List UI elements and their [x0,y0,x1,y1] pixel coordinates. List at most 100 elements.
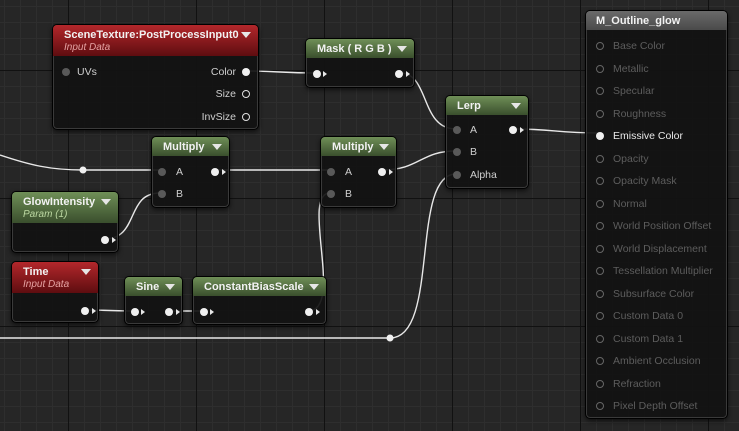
input-pin[interactable] [596,87,604,95]
material-input-base-color[interactable]: Base Color [596,40,665,52]
material-input-roughness[interactable]: Roughness [596,107,667,120]
wire-reroute-dot [79,166,87,174]
material-result-header[interactable]: M_Outline_glow [586,11,727,30]
lerp-node[interactable]: Lerp A B Alpha [445,95,529,189]
sine-output-pin[interactable] [165,308,173,316]
scene-texture-header[interactable]: SceneTexture:PostProcessInput0 Input Dat… [53,25,258,56]
sine-node[interactable]: Sine [124,276,183,325]
time-output-pin[interactable] [81,307,89,315]
lerp-header[interactable]: Lerp [446,96,528,115]
material-input-ambient-occlusion[interactable]: Ambient Occlusion [596,355,701,367]
material-input-world-position-offset[interactable]: World Position Offset [596,220,712,232]
material-input-subsurface-color[interactable]: Subsurface Color [596,288,694,300]
collapse-arrow-icon[interactable] [241,32,251,38]
input-pin[interactable] [596,267,604,275]
multiply-2-b-pin[interactable] [327,190,335,198]
material-input-refraction[interactable]: Refraction [596,378,661,390]
input-pin[interactable] [596,244,604,253]
input-label: Pixel Depth Offset [613,400,698,412]
lerp-a-pin[interactable] [453,126,461,134]
material-input-tessellation-multiplier[interactable]: Tessellation Multiplier [596,265,713,277]
sine-header[interactable]: Sine [125,277,182,296]
material-input-metallic[interactable]: Metallic [596,63,649,75]
collapse-arrow-icon[interactable] [81,269,91,275]
collapse-arrow-icon[interactable] [511,103,521,109]
input-pin[interactable] [596,357,604,365]
glow-intensity-node[interactable]: GlowIntensity Param (1) [11,191,119,253]
sine-input-pin[interactable] [131,308,139,316]
input-pin[interactable] [596,199,604,208]
time-header[interactable]: Time Input Data [12,262,98,293]
input-pin[interactable] [596,222,604,230]
lerp-output-pin[interactable] [509,126,517,134]
input-pin[interactable] [596,289,604,298]
scene-texture-node[interactable]: SceneTexture:PostProcessInput0 Input Dat… [52,24,259,130]
material-input-custom-data-0[interactable]: Custom Data 0 [596,310,683,322]
cbs-input-pin[interactable] [200,308,208,316]
color-output-row: Color [211,66,250,78]
input-label: Roughness [613,107,667,120]
multiply-2-header[interactable]: Multiply [321,137,396,156]
lerp-b-row: B [453,146,477,158]
multiply-1-output-pin[interactable] [211,168,219,176]
input-pin[interactable] [596,379,604,388]
material-input-specular[interactable]: Specular [596,85,654,97]
uvs-input-row: UVs [61,66,97,78]
lerp-b-pin[interactable] [453,148,461,156]
pin-label: B [470,146,478,158]
constant-bias-scale-header[interactable]: ConstantBiasScale [193,277,326,296]
material-input-world-displacement[interactable]: World Displacement [596,243,707,255]
mask-node[interactable]: Mask ( R G B ) [305,38,415,88]
input-pin[interactable] [596,154,604,163]
input-pin[interactable] [596,64,604,73]
node-title: Time [23,266,49,278]
input-pin[interactable] [596,312,604,320]
color-output-pin[interactable] [242,68,250,76]
material-input-custom-data-1[interactable]: Custom Data 1 [596,333,683,345]
multiply-1-header[interactable]: Multiply [152,137,229,156]
lerp-alpha-row: Alpha [453,169,497,181]
constant-bias-scale-node[interactable]: ConstantBiasScale [192,276,327,325]
uvs-input-pin[interactable] [62,68,70,76]
input-label: Base Color [613,40,665,52]
glow-intensity-header[interactable]: GlowIntensity Param (1) [12,192,118,223]
lerp-alpha-pin[interactable] [453,171,461,179]
input-pin[interactable] [596,402,604,410]
cbs-output-pin[interactable] [305,308,313,316]
pin-arrow-icon [176,309,180,315]
material-input-opacity-mask[interactable]: Opacity Mask [596,175,677,187]
multiply-node-2[interactable]: Multiply A B [320,136,397,208]
collapse-arrow-icon[interactable] [379,144,389,150]
collapse-arrow-icon[interactable] [165,284,175,290]
material-input-emissive-color[interactable]: Emissive Color [596,130,683,142]
input-pin[interactable] [596,177,604,185]
size-output-pin[interactable] [242,90,250,98]
multiply-1-a-pin[interactable] [158,168,166,176]
pin-label: UVs [77,66,97,78]
collapse-arrow-icon[interactable] [397,46,407,52]
input-pin[interactable] [596,334,604,343]
input-pin[interactable] [596,42,604,50]
mask-header[interactable]: Mask ( R G B ) [306,39,414,58]
input-label: World Position Offset [613,220,712,232]
input-pin[interactable] [596,109,604,118]
material-input-pixel-depth-offset[interactable]: Pixel Depth Offset [596,400,698,412]
multiply-node-1[interactable]: Multiply A B [151,136,230,208]
mask-input-pin[interactable] [313,70,321,78]
material-input-opacity[interactable]: Opacity [596,153,649,165]
material-input-normal[interactable]: Normal [596,198,647,210]
time-node[interactable]: Time Input Data [11,261,99,323]
collapse-arrow-icon[interactable] [212,144,222,150]
collapse-arrow-icon[interactable] [309,284,319,290]
invsize-output-pin[interactable] [242,113,250,121]
multiply-1-b-pin[interactable] [158,190,166,198]
multiply-2-a-pin[interactable] [327,168,335,176]
lerp-a-row: A [453,124,477,136]
multiply-2-output-pin[interactable] [378,168,386,176]
glow-intensity-output-pin[interactable] [101,236,109,244]
collapse-arrow-icon[interactable] [101,199,111,205]
mask-output-pin[interactable] [395,70,403,78]
input-pin[interactable] [596,132,604,140]
node-subtitle: Param (1) [23,209,68,220]
